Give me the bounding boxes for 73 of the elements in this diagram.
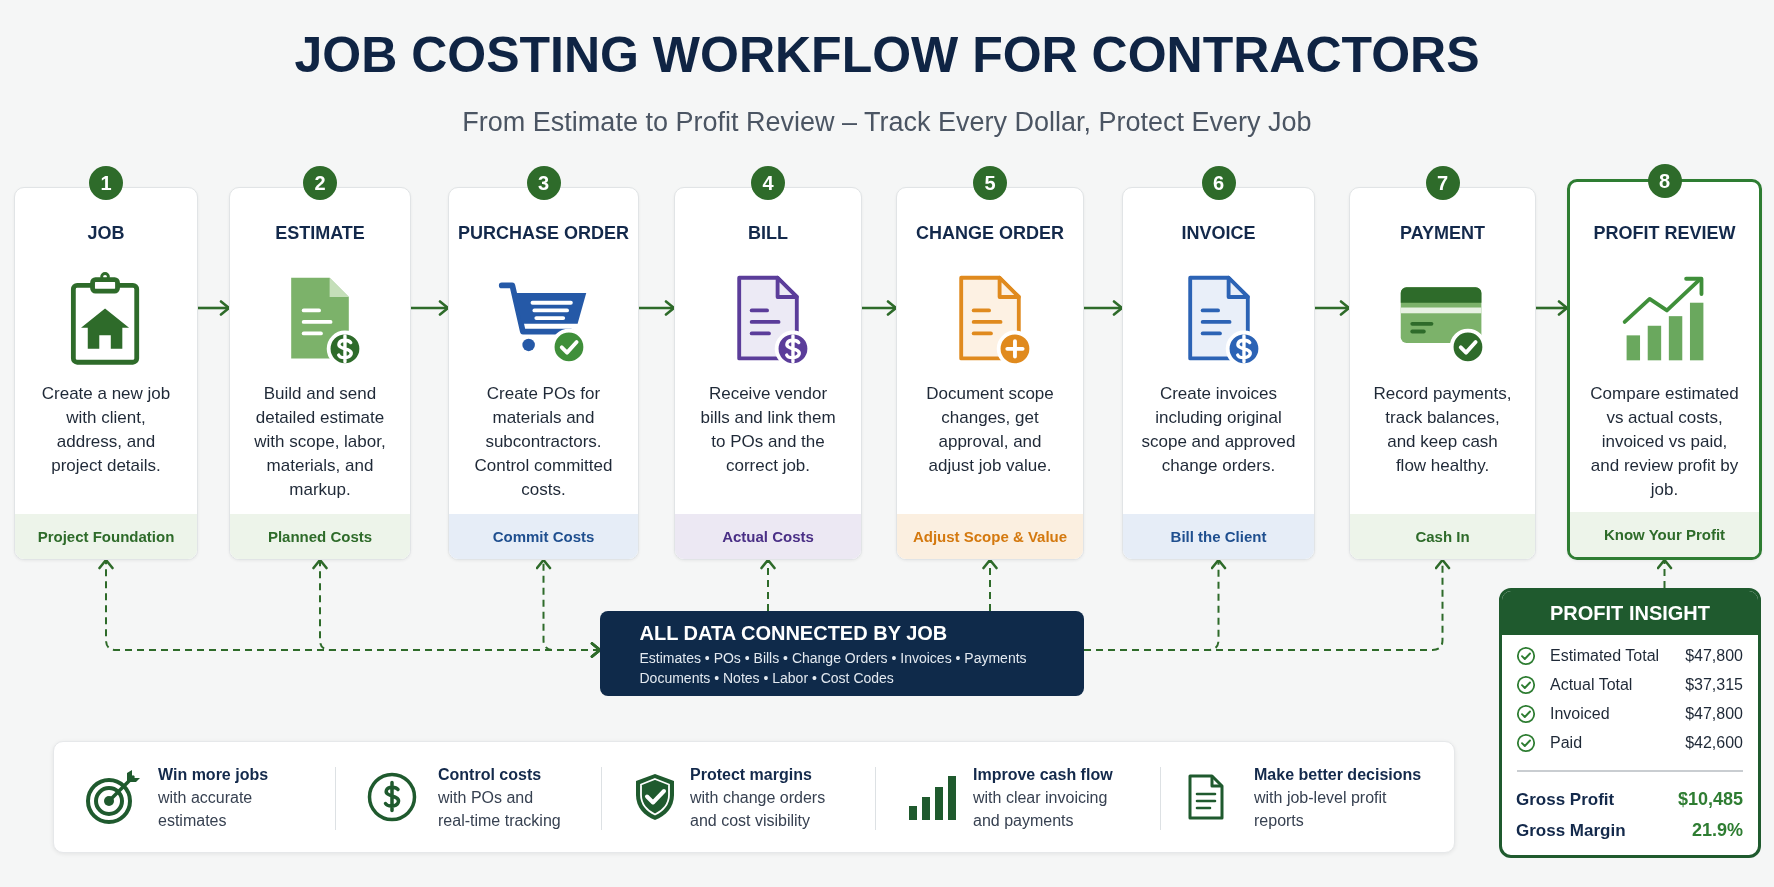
stage-label: Planned Costs [230, 514, 410, 559]
step-description: Document scope changes, get approval, and adjust job value. [925, 383, 1055, 477]
metric-value: $42,600 [1685, 733, 1743, 752]
step-number: 1 [89, 166, 123, 200]
step-title: BILL [748, 222, 788, 245]
step-number: 5 [973, 166, 1007, 200]
step-number: 7 [1425, 166, 1460, 200]
stage-label: Commit Costs [449, 514, 638, 559]
benefit-title: Improve cash flow [973, 765, 1114, 785]
step-description: Create invoices including original scope and approved change orders. [1140, 383, 1297, 477]
step-description: Compare estimated vs actual costs, invoiced vs paid, and review profit by job. [1589, 383, 1740, 501]
step-number: 3 [526, 166, 561, 200]
step-description: Receive vendor bills and link them to POs and the correct job. [699, 383, 837, 477]
step-number: 6 [1201, 166, 1236, 200]
step-description: Build and send detailed estimate with scope, labor, materials, and markup. [253, 383, 387, 501]
stage-label: Cash In [1350, 514, 1535, 559]
stage-label: Adjust Scope & Value [897, 514, 1083, 559]
metric-value: $47,800 [1685, 646, 1743, 665]
step-number: 2 [303, 166, 337, 200]
summary-value: $10,485 [1677, 789, 1743, 810]
step-title: PROFIT REVIEW [1593, 222, 1736, 245]
step-title: JOB [87, 222, 125, 245]
step-title: ESTIMATE [275, 222, 365, 245]
step-title: INVOICE [1181, 222, 1256, 245]
metric-label: Invoiced [1550, 704, 1610, 723]
summary-label: Gross Margin [1516, 820, 1626, 841]
dashed-arrow [535, 558, 602, 658]
metric-value: $47,800 [1685, 704, 1743, 723]
benefit-title: Protect margins [690, 765, 813, 785]
step-number: 4 [751, 166, 785, 200]
benefit-text: with accurate estimates [158, 788, 254, 831]
benefit-text: with change orders and cost visibility [690, 788, 827, 831]
step-title: PURCHASE ORDER [458, 222, 629, 245]
page-subtitle: From Estimate to Profit Review – Track Every Dollar, Protect Every Job [462, 106, 1312, 139]
stage-label: Project Foundation [15, 514, 197, 559]
benefit-title: Make better decisions [1254, 765, 1422, 785]
benefit-title: Win more jobs [158, 765, 270, 785]
hub-data-list: Estimates • POs • Bills • Change Orders • Invoices • Payments Documents • Notes • Labor • Cost Codes [639, 647, 1045, 688]
step-description: Create a new job with client, address, and project details. [40, 383, 172, 477]
dashed-arrow [1656, 558, 1673, 589]
metric-label: Estimated Total [1550, 646, 1660, 665]
step-description: Create POs for materials and subcontractors. Control committed costs. [473, 383, 614, 501]
benefit-text: with POs and real-time tracking [438, 788, 562, 831]
flow-arrow [1315, 300, 1351, 316]
benefit-title: Control costs [438, 765, 543, 785]
metric-label: Actual Total [1550, 675, 1633, 694]
dashed-arrow [760, 558, 776, 612]
flow-arrow [862, 300, 898, 316]
stage-label: Actual Costs [675, 514, 861, 559]
metric-value: $37,315 [1685, 675, 1743, 694]
profit-insight-card [1499, 588, 1761, 858]
hub-title: ALL DATA CONNECTED BY JOB [639, 620, 948, 646]
benefit-text: with job-level profit reports [1254, 788, 1388, 831]
flow-arrow [1084, 300, 1124, 316]
flow-arrow [198, 300, 231, 316]
flow-arrow [639, 300, 676, 316]
insight-header: PROFIT INSIGHT [1502, 591, 1758, 635]
step-number: 8 [1647, 164, 1682, 198]
summary-label: Gross Profit [1516, 789, 1615, 810]
data-hub-panel [600, 611, 1084, 696]
flow-arrow [411, 300, 450, 316]
dashed-arrow [982, 558, 998, 612]
benefit-text: with clear invoicing and payments [973, 788, 1109, 831]
page-title: JOB COSTING WORKFLOW FOR CONTRACTORS [294, 26, 1480, 85]
stage-label: Know Your Profit [1570, 512, 1759, 557]
summary-value: 21.9% [1691, 820, 1743, 841]
step-title: CHANGE ORDER [916, 222, 1064, 245]
step-description: Record payments, track balances, and keep cash flow healthy. [1372, 383, 1513, 477]
benefits-panel [53, 741, 1455, 853]
step-title: PAYMENT [1400, 222, 1485, 245]
stage-label: Bill the Client [1123, 514, 1314, 559]
metric-label: Paid [1550, 733, 1583, 752]
flow-arrow [1536, 300, 1569, 316]
